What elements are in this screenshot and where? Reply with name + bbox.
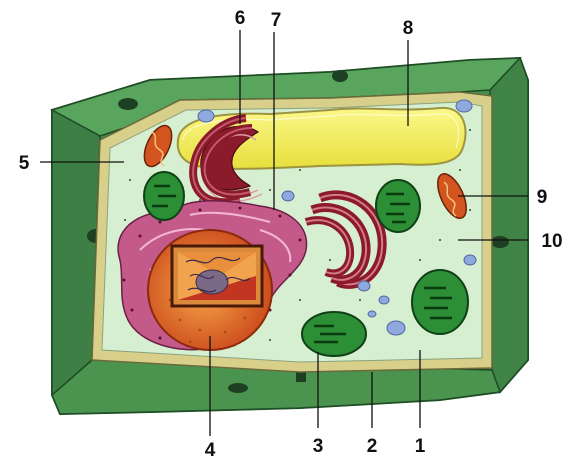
plasmodesma-top-right [332,70,348,82]
plasmodesma-top [118,98,138,110]
label-4: 4 [205,440,216,458]
chloroplast-lower-right [412,270,468,334]
chloroplast-bottom [302,312,366,356]
nucleolus [196,270,228,294]
label-5: 5 [19,153,30,174]
label-6: 6 [235,8,246,29]
chloroplast-left [144,172,184,220]
cell-wall-right-face [490,58,528,392]
label-3: 3 [313,436,324,457]
label-7: 7 [271,10,282,31]
plasmodesma-right [491,236,509,248]
plasmodesma-bottom [228,383,248,393]
nucleus [148,230,272,350]
label-10: 10 [541,231,562,252]
label-8: 8 [403,18,414,39]
label-2: 2 [367,436,378,457]
chloroplast-upper-right [376,180,420,232]
label-1: 1 [415,436,426,457]
label-9: 9 [537,187,548,208]
